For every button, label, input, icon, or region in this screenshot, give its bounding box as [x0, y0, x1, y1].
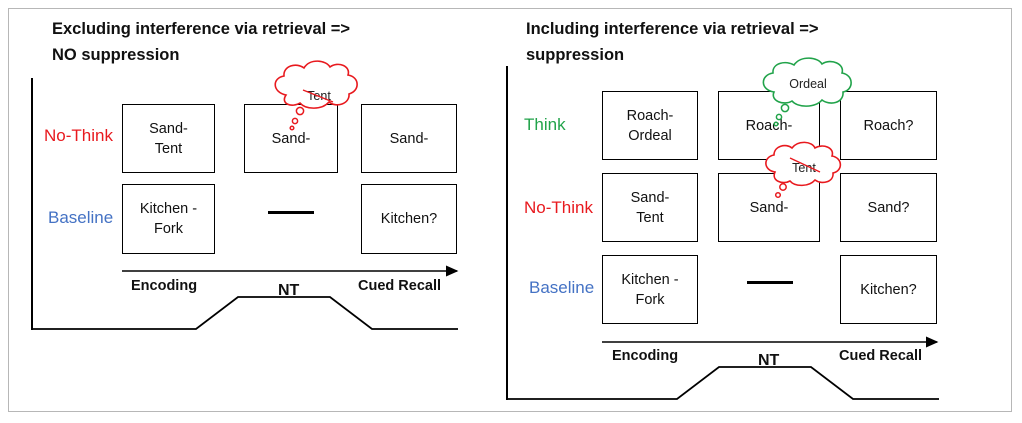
left-axis-encoding-label: Encoding — [131, 278, 198, 294]
left-axis-cued-recall-label: Cued Recall — [358, 278, 441, 294]
right-suppression-trace — [507, 366, 939, 400]
right-nothink-encoding-box: Sand- Tent — [602, 173, 698, 242]
right-axis-encoding-label: Encoding — [612, 348, 679, 364]
figure-frame — [8, 8, 1012, 412]
left-nothink-thought-cloud: Tent — [274, 60, 358, 131]
right-cloud-strike — [789, 157, 821, 173]
left-title-line2: NO suppression — [52, 46, 180, 64]
right-nothink-label: No-Think — [524, 198, 593, 217]
left-nothink-nt-box: Sand- — [244, 104, 338, 173]
left-baseline-recall-box: Kitchen? — [361, 184, 457, 254]
right-axis-nt-label: NT — [758, 352, 780, 369]
right-think-encoding-box: Roach- Ordeal — [602, 91, 698, 160]
right-title-line2: suppression — [526, 46, 625, 64]
left-baseline-encoding-box: Kitchen - Fork — [122, 184, 215, 254]
right-baseline-nt-dash — [747, 281, 793, 284]
left-nothink-label: No-Think — [44, 126, 113, 145]
right-baseline-label: Baseline — [529, 278, 595, 297]
left-baseline-nt-dash — [268, 211, 314, 214]
right-axis-cued-recall-label: Cued Recall — [839, 348, 922, 364]
right-nothink-recall-box: Sand? — [840, 173, 937, 242]
right-think-cloud-word: Ordeal — [789, 77, 827, 91]
left-axis-nt-label: NT — [278, 282, 300, 299]
right-think-recall-box: Roach? — [840, 91, 937, 160]
left-cloud-strike — [302, 89, 334, 103]
left-suppression-trace — [32, 296, 458, 330]
right-title-line1: Including interference via retrieval => — [526, 20, 819, 38]
right-nothink-cloud-word: Tent — [792, 161, 816, 175]
right-baseline-encoding-box: Kitchen - Fork — [602, 255, 698, 324]
left-nothink-recall-box: Sand- — [361, 104, 457, 173]
right-baseline-recall-box: Kitchen? — [840, 255, 937, 324]
right-nothink-thought-cloud: Tent — [765, 141, 842, 199]
left-baseline-label: Baseline — [48, 208, 114, 227]
left-nothink-encoding-box: Sand- Tent — [122, 104, 215, 173]
right-think-thought-cloud: Ordeal — [762, 57, 852, 127]
left-title-line1: Excluding interference via retrieval => — [52, 20, 351, 38]
right-think-label: Think — [524, 115, 566, 134]
